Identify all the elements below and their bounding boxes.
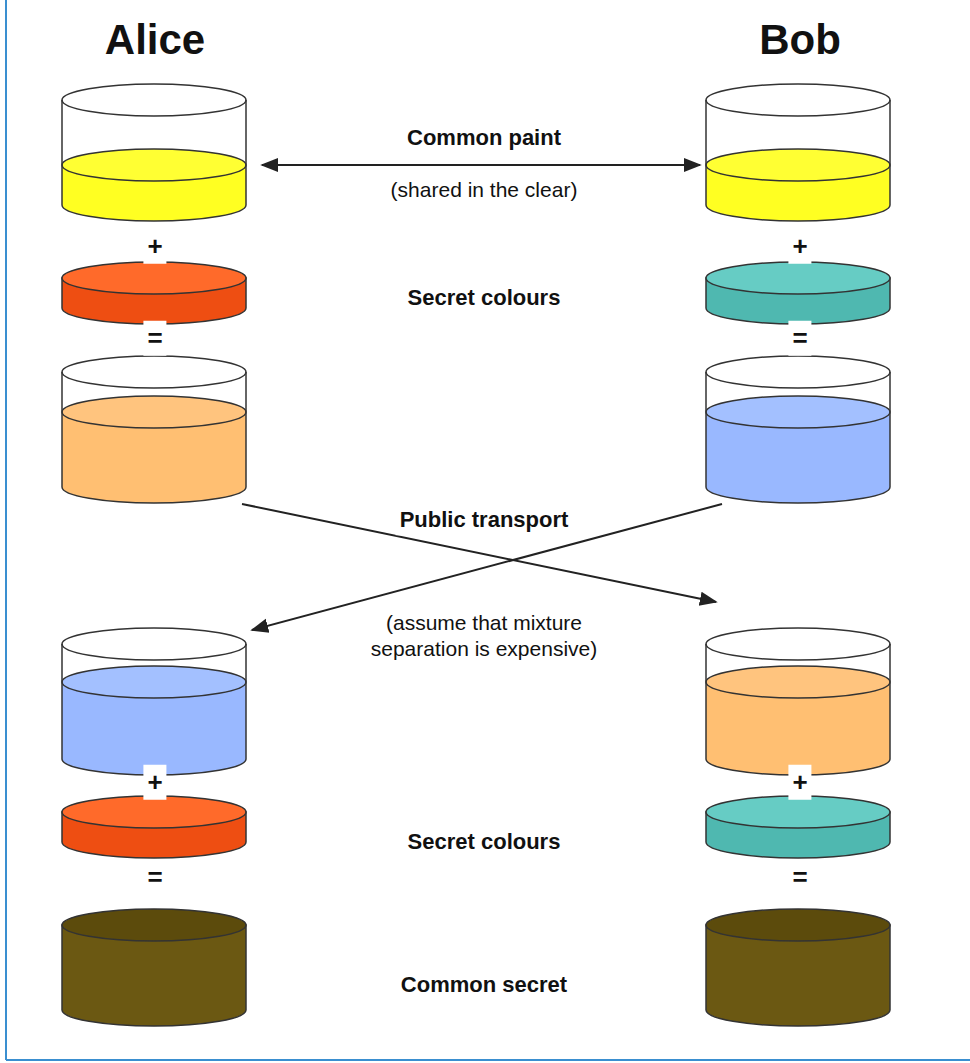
mixture-cylinder	[706, 356, 890, 503]
paint-cylinder	[706, 84, 890, 221]
secret-colour-disk	[706, 262, 890, 324]
column-heading: Alice	[101, 13, 209, 68]
column-heading: Bob	[755, 13, 845, 68]
step-note: (shared in the clear)	[387, 176, 582, 204]
step-label: Common paint	[403, 123, 565, 153]
secret-colour-disk	[706, 796, 890, 858]
operator-sign: +	[788, 765, 811, 800]
frame-line	[5, 0, 7, 1060]
step-label: Secret colours	[404, 827, 565, 857]
secret-colour-disk	[62, 796, 246, 858]
mixture-cylinder	[62, 356, 246, 503]
operator-sign: +	[143, 229, 166, 264]
exchange-arrow	[262, 164, 700, 166]
frame-line	[6, 1059, 970, 1061]
secret-cylinder	[62, 909, 246, 1026]
step-label: Public transport	[396, 505, 573, 535]
secret-cylinder	[706, 909, 890, 1026]
operator-sign: +	[143, 765, 166, 800]
mixture-cylinder	[62, 628, 246, 775]
paint-cylinder	[62, 84, 246, 221]
transport-arrow	[242, 504, 716, 602]
secret-colour-disk	[62, 262, 246, 324]
operator-sign: =	[143, 321, 166, 356]
mixture-cylinder	[706, 628, 890, 775]
operator-sign: +	[788, 229, 811, 264]
step-label: Common secret	[397, 970, 571, 1000]
operator-sign: =	[788, 321, 811, 356]
operator-sign: =	[143, 860, 166, 895]
step-note: (assume that mixture separation is expen…	[355, 609, 613, 664]
step-label: Secret colours	[404, 283, 565, 313]
operator-sign: =	[788, 860, 811, 895]
